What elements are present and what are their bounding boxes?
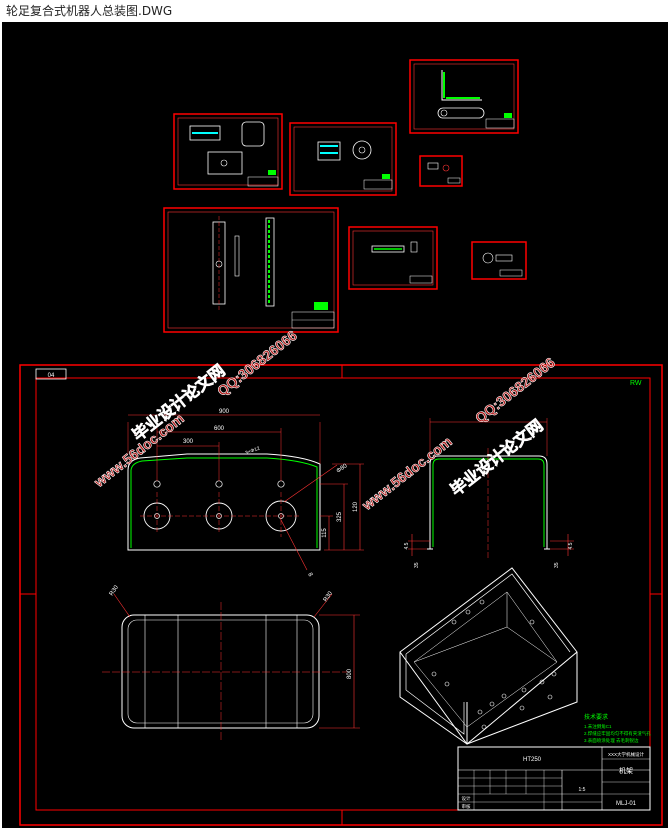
title-scale: 1:5: [579, 787, 586, 793]
title-check-label: 审核: [462, 803, 471, 810]
title-designer-label: 设计: [462, 795, 471, 802]
drawing-tag: 04: [48, 373, 55, 379]
dim-side-bottom-right: 35: [554, 562, 560, 568]
title-part-code: HT250: [523, 757, 542, 763]
sheet-thumbnails: [163, 59, 527, 333]
notes-title: 技术要求: [584, 713, 608, 721]
sheet-gear[interactable]: [471, 241, 527, 280]
outer-frame: [19, 364, 663, 826]
front-view: [127, 453, 338, 571]
dim-side-right: 4.5: [568, 542, 574, 549]
sheet-rail[interactable]: [348, 226, 438, 290]
watermark-qq-left: QQ:306826066: [214, 327, 300, 399]
dim-plan-corner-left: R30: [109, 584, 121, 597]
watermark-site-name-right: 毕业设计论文网: [447, 416, 547, 500]
dim-hole-dia: Φ80: [336, 463, 349, 475]
sheet-shaft[interactable]: [163, 207, 339, 333]
sheet-arm[interactable]: [409, 59, 519, 134]
dim-hole-leader: 8: [306, 572, 313, 578]
notes-line-3: 3.表面喷涂处理 去毛刺锐边: [584, 737, 639, 744]
title-school: XXX大学机械设计: [608, 751, 645, 758]
dim-plan-corner-right: R30: [323, 590, 335, 603]
sheet-flange[interactable]: [289, 122, 397, 196]
title-block: HT250 XXX大学机械设计 机架 MLJ-01 1:5 设计 审核: [457, 746, 651, 811]
dim-plan-height: 800: [347, 668, 353, 679]
dim-side-left: 4.5: [404, 542, 410, 549]
notes-line-1: 1.未注倒角C1: [584, 723, 612, 730]
front-view-dimensions: 900 600 300 3×Φ12 120 32: [127, 409, 364, 578]
watermark-url-left: www.56doc.com: [90, 410, 187, 490]
technical-notes: 技术要求 1.未注倒角C1 2.焊缝应牢固均匀不得有夹渣气孔 3.表面喷涂处理 …: [584, 713, 651, 744]
dim-right-sub: 325: [337, 511, 343, 522]
main-sheet[interactable]: 04 RW: [19, 364, 663, 826]
title-part-name: 机架: [619, 766, 633, 775]
cad-drawing: 04 RW: [19, 59, 663, 826]
corner-code: RW: [630, 380, 642, 387]
dim-right-sub2: 115: [322, 528, 328, 538]
drawing-canvas[interactable]: 04 RW: [2, 22, 668, 828]
plan-view: 800 R30 R30: [102, 584, 360, 742]
dim-top-mid: 600: [214, 426, 225, 432]
dim-top-overall: 900: [219, 409, 230, 415]
window-title: 轮足复合式机器人总装图.DWG: [0, 0, 670, 22]
isometric-view: [399, 567, 578, 745]
dim-right-height: 120: [353, 501, 359, 512]
sheet-pin[interactable]: [419, 155, 463, 187]
dim-top-small: 300: [183, 439, 194, 445]
dim-side-bottom-left: 35: [414, 562, 420, 568]
watermark-url-right: www.56doc.com: [358, 433, 455, 513]
sheet-bracket[interactable]: [173, 113, 283, 190]
title-drawing-no: MLJ-01: [616, 801, 637, 807]
notes-line-2: 2.焊缝应牢固均匀不得有夹渣气孔: [584, 730, 651, 737]
side-view: 4.5 4.5 35 35: [404, 418, 574, 568]
dim-top-slot: 3×Φ12: [244, 446, 261, 457]
